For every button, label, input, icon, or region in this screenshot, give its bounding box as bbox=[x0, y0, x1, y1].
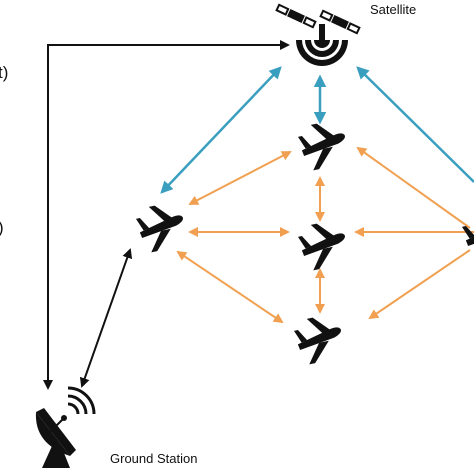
airplane-icon bbox=[292, 312, 347, 367]
left-fragment-upper: t) bbox=[0, 63, 9, 82]
ground-link-frame bbox=[43, 40, 290, 390]
ground-station-label: Ground Station bbox=[110, 451, 198, 466]
aircraft-links bbox=[176, 146, 474, 324]
ground-to-aircraft-link bbox=[79, 248, 133, 388]
dish-antenna-icon bbox=[35, 386, 96, 468]
left-fragment-lower: ) bbox=[0, 218, 4, 238]
satellite-links bbox=[160, 66, 474, 194]
airplane-icon bbox=[296, 118, 351, 173]
satellite-label: Satellite bbox=[370, 2, 417, 17]
satellite-icon bbox=[275, 3, 361, 66]
airplane-icon bbox=[296, 218, 351, 273]
airplane-icon bbox=[134, 200, 189, 255]
airplane-icon bbox=[460, 208, 474, 263]
